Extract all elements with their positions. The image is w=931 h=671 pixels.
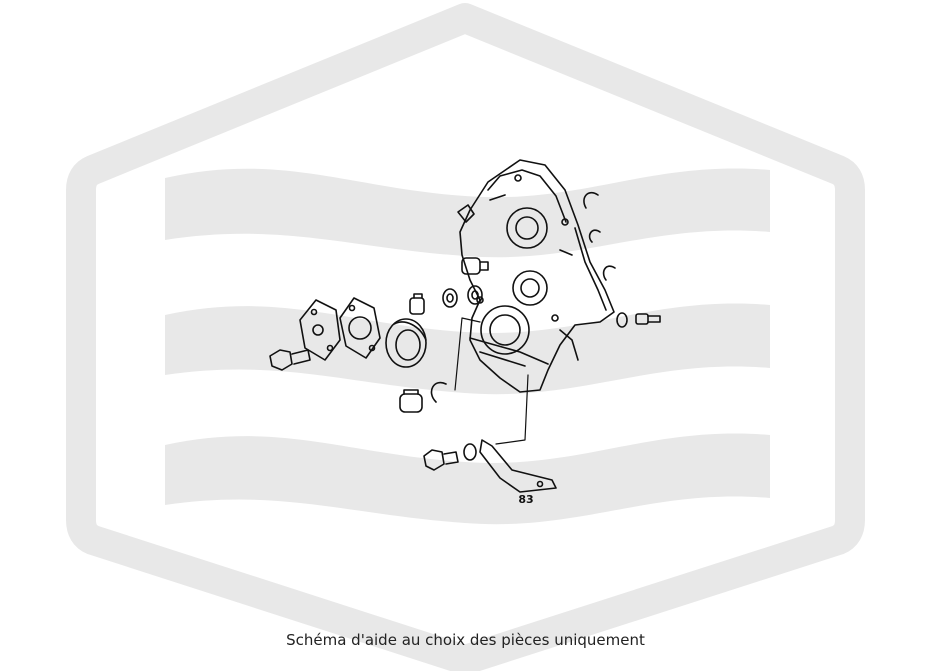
plug-bolt-middle [409,293,425,315]
circlip-right-top [583,191,601,243]
watermark-wave-bottom [165,433,770,525]
oil-seal [385,318,427,368]
plug-bolt-upper [461,257,489,275]
washer-upper [467,285,483,305]
washer-bottom [463,443,477,461]
leader-lines [454,317,529,445]
exploded-parts-diagram [269,159,661,493]
timing-cover-housing [457,159,615,393]
cover-plate [299,299,341,361]
watermark-logo [66,3,865,671]
gasket [339,297,381,359]
washer-right [616,312,628,328]
caption-text: Schéma d'aide au choix des pièces unique… [286,631,645,649]
stud-bolt-right [635,313,661,325]
watermark-wave-middle [165,303,770,395]
watermark-hexagon [66,3,865,671]
circlip-lower [430,381,447,403]
hex-bolt-left [269,349,311,371]
washer-middle [442,288,458,308]
plug-lower [399,389,423,413]
circlip-right-middle [602,265,616,281]
bracket-part [479,439,557,493]
watermark-wave-top [165,168,770,258]
hex-bolt-bottom [423,449,459,471]
part-number-label: 83 [518,493,533,506]
